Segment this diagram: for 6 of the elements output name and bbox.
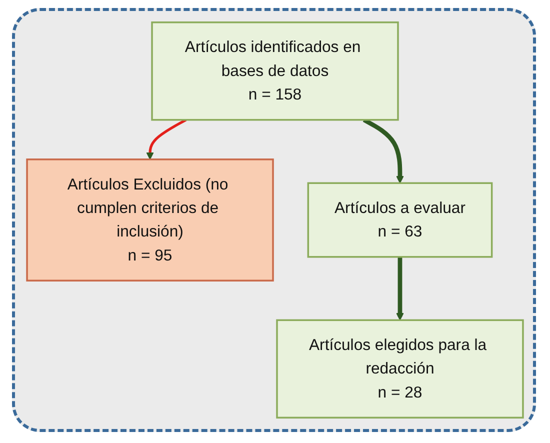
node-box: Artículos elegidos para la redacción n = 28	[276, 319, 524, 419]
node-box: Artículos Excluidos (no cumplen criterios de inclusión) n = 95	[26, 158, 274, 282]
node-box: Artículos a evaluar n = 63	[307, 182, 493, 258]
node-box: Artículos identificados en bases de datos n = 158	[151, 21, 399, 121]
arrow	[146, 118, 187, 160]
arrow	[396, 256, 404, 320]
